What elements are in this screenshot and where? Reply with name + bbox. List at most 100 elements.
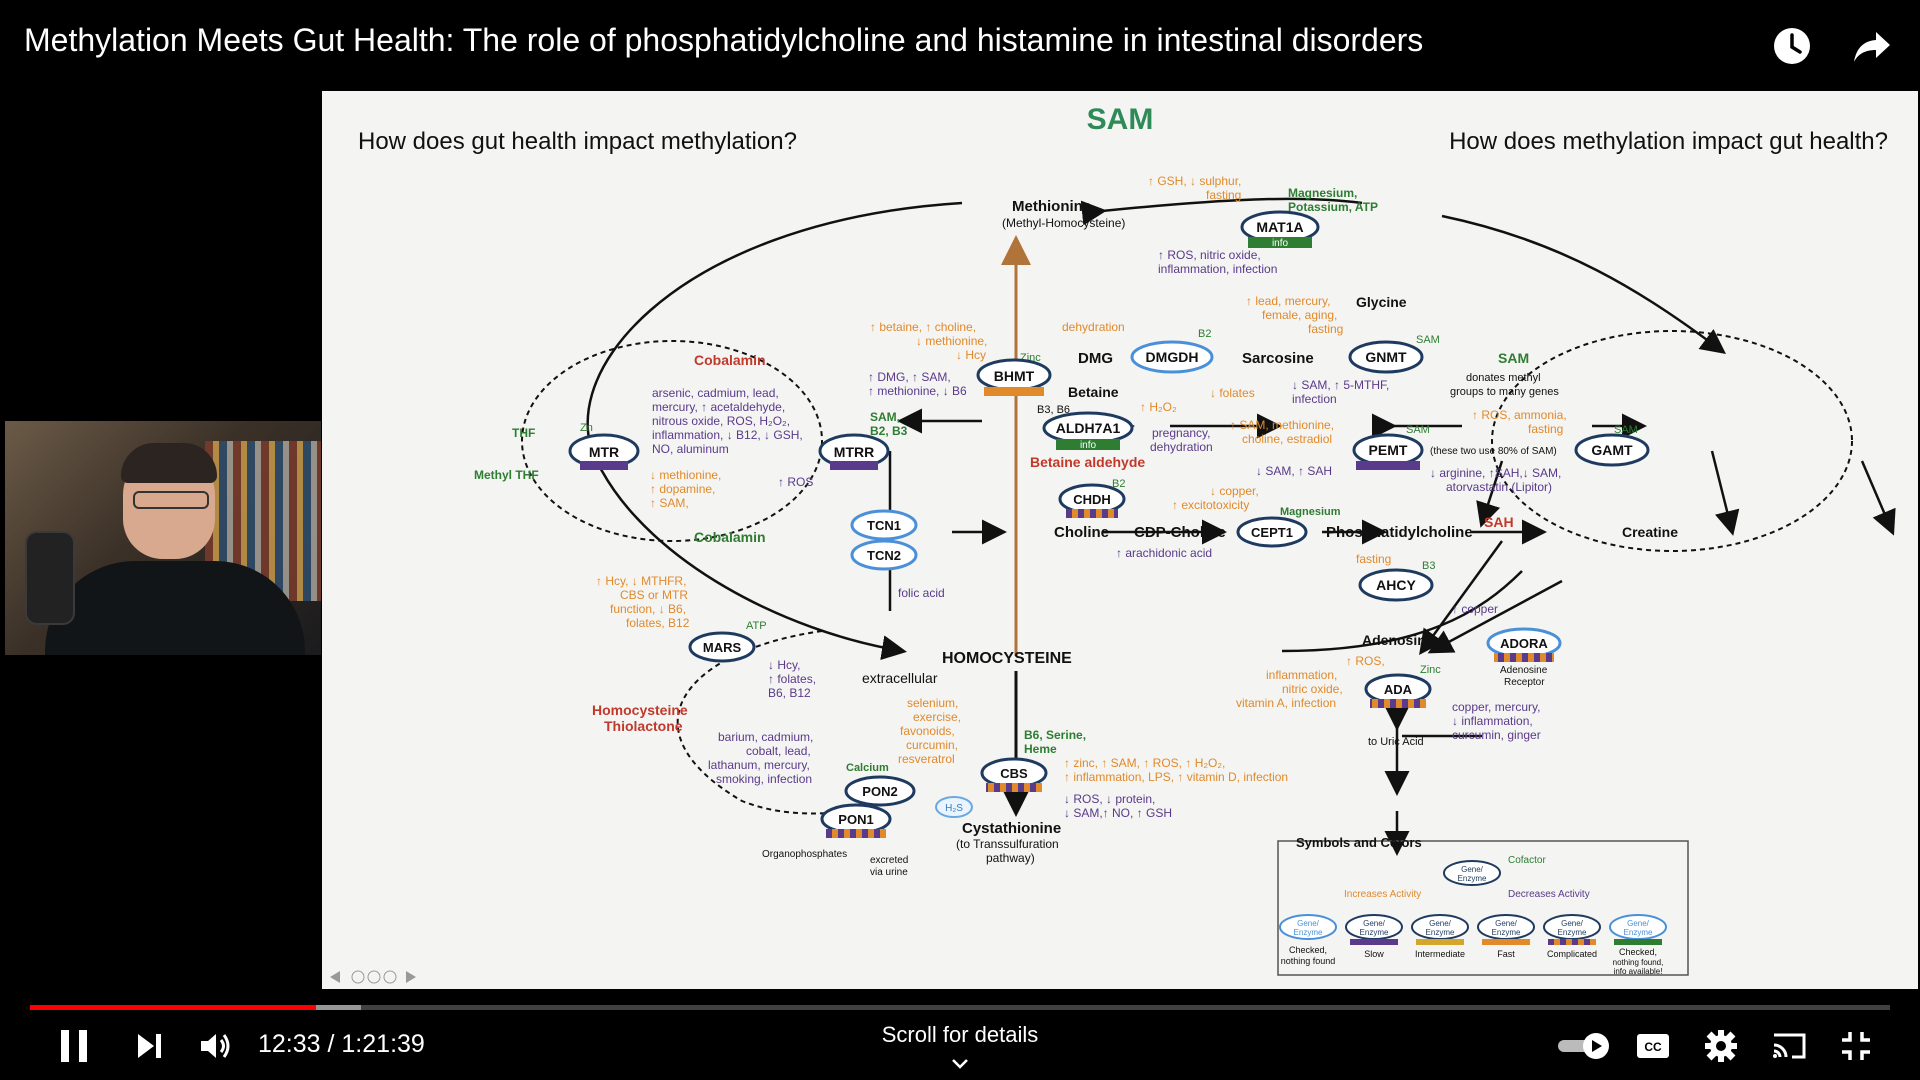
betaine-label: Betaine [1068, 384, 1119, 400]
methylation-diagram: SAM How does gut health impact methylati… [330, 103, 1896, 984]
next-button[interactable] [134, 1026, 166, 1066]
atp-label: ATP [746, 620, 767, 632]
top-actions [1770, 24, 1894, 68]
scroll-hint[interactable]: Scroll for details [881, 1022, 1039, 1047]
svg-text:GAMT: GAMT [1591, 442, 1633, 458]
aldh-down-2: dehydration [1150, 440, 1213, 454]
chdh-up-1: ↓ copper, [1210, 484, 1259, 498]
share-arrow-icon[interactable] [1850, 24, 1894, 68]
cept1-enzyme: CEPT1 [1236, 516, 1308, 548]
svg-text:Slow: Slow [1364, 949, 1384, 959]
to-uric-acid-label: to Uric Acid [1368, 736, 1424, 748]
adenosine-receptor-1: Adenosine [1500, 665, 1548, 676]
svg-text:CHDH: CHDH [1073, 492, 1111, 507]
tcn1-enzyme: TCN1 [850, 509, 918, 541]
volume-icon [201, 1034, 230, 1058]
cept1-down: ↑ arachidonic acid [1116, 546, 1212, 560]
svg-text:MARS: MARS [703, 640, 742, 655]
svg-text:CBS: CBS [1000, 766, 1028, 781]
svg-text:Gene/: Gene/ [1363, 919, 1386, 928]
exit-fullscreen-button[interactable] [1840, 1026, 1872, 1066]
svg-text:info: info [1272, 238, 1289, 249]
pon-up-2: exercise, [913, 710, 961, 724]
mag-pot-1: Magnesium, [1288, 186, 1357, 200]
svg-text:TCN2: TCN2 [867, 548, 901, 563]
settings-button[interactable] [1704, 1026, 1738, 1066]
presenter-webcam [5, 421, 321, 655]
transsulf-1: (to Transsulfuration [956, 837, 1059, 851]
progress-played [30, 1005, 317, 1010]
pon-down-2: cobalt, lead, [746, 744, 811, 758]
ada-up-1: ↑ ROS, [1346, 654, 1385, 668]
mat1a-enzyme: MAT1A info [1240, 210, 1320, 249]
via-urine-label: via urine [870, 867, 908, 878]
skip-next-icon [138, 1034, 161, 1058]
slide-nav-controls[interactable] [330, 970, 416, 984]
chevron-down-icon[interactable] [950, 1056, 970, 1072]
b3-ahcy: B3 [1422, 560, 1435, 572]
gnmt-down-2: infection [1292, 392, 1337, 406]
video-title[interactable]: Methylation Meets Gut Health: The role o… [24, 22, 1424, 58]
aldh-up: ↑ H₂O₂ [1140, 400, 1177, 414]
pemt-up-1: ↑ SAM, methionine, [1230, 418, 1334, 432]
excreted-label: excreted [870, 855, 908, 866]
gamt-down-2: atorvastatin (Lipitor) [1446, 480, 1552, 494]
time-display: 12:33 / 1:21:39 [258, 1030, 425, 1059]
mtr-toxins-4: inflammation, ↓ B12, ↓ GSH, [652, 428, 803, 442]
methyl-hcy-label: (Methyl-Homocysteine) [1002, 216, 1125, 230]
homocysteine-label: HOMOCYSTEINE [942, 650, 1072, 667]
microphone [25, 531, 75, 625]
sam-gamt: SAM [1614, 424, 1638, 436]
mars-down-1: ↓ Hcy, [768, 658, 800, 672]
h2s-badge: H₂S [935, 796, 973, 818]
gnmt-down-1: ↓ SAM, ↑ 5-MTHF, [1292, 378, 1389, 392]
progress-bar[interactable] [30, 1005, 1890, 1010]
extracellular-label: extracellular [862, 670, 938, 686]
donates-1: donates methyl [1466, 372, 1541, 384]
svg-text:PON2: PON2 [862, 784, 897, 799]
captions-button[interactable]: CC [1636, 1026, 1670, 1066]
mars-enzyme: MARS [688, 631, 756, 663]
time-separator: / [320, 1030, 342, 1058]
pause-button[interactable] [58, 1026, 90, 1066]
pon-down-3: lathanum, mercury, [708, 758, 810, 772]
methyl-thf-label: Methyl THF [474, 468, 539, 482]
cast-button[interactable] [1770, 1026, 1808, 1066]
pon-up-5: resveratrol [898, 752, 955, 766]
slide-heading: SAM [1087, 103, 1154, 136]
svg-text:Increases Activity: Increases Activity [1344, 889, 1421, 900]
chdh-enzyme: CHDH [1058, 483, 1126, 518]
svg-text:Gene/: Gene/ [1461, 865, 1484, 874]
hcy-thiolactone-2: Thiolactone [604, 718, 683, 734]
ada-up-3: nitric oxide, [1282, 682, 1343, 696]
mtr-toxins-5: NO, aluminum [652, 442, 729, 456]
volume-button[interactable] [198, 1026, 234, 1066]
bhmt-down-2: ↑ methionine, ↓ B6 [868, 384, 967, 398]
cbs-up-2: ↑ inflammation, LPS, ↑ vitamin D, infect… [1064, 770, 1288, 784]
svg-text:Intermediate: Intermediate [1415, 949, 1465, 959]
clock-icon[interactable] [1770, 24, 1814, 68]
ahcy-up: fasting [1356, 552, 1391, 566]
presentation-slide: SAM How does gut health impact methylati… [322, 91, 1918, 989]
svg-text:Complicated: Complicated [1547, 949, 1597, 959]
svg-text:Gene/: Gene/ [1561, 919, 1584, 928]
svg-text:H₂S: H₂S [945, 803, 963, 814]
these-two-label: (these two use 80% of SAM) [1430, 446, 1557, 457]
presenter-body [45, 561, 305, 655]
legend-box: Symbols and Colors Gene/ Enzyme Cofactor… [1277, 835, 1689, 976]
sam-node-label: SAM [1498, 350, 1529, 366]
mtr-toxins-2: mercury, ↑ acetaldehyde, [652, 400, 785, 414]
svg-text:GNMT: GNMT [1365, 349, 1407, 365]
ada-enzyme: ADA [1364, 673, 1432, 708]
mtr-toxins-1: arsenic, cadmium, lead, [652, 386, 779, 400]
svg-text:Enzyme: Enzyme [1624, 928, 1653, 937]
autoplay-toggle[interactable] [1556, 1026, 1612, 1066]
mtrr-ros: ↑ ROS [778, 475, 813, 489]
zinc-ada: Zinc [1420, 664, 1441, 676]
ada-down-3: curcumin, ginger [1452, 728, 1541, 742]
mars-up-3: function, ↓ B6, [610, 602, 686, 616]
svg-text:PON1: PON1 [838, 812, 873, 827]
mars-down-3: B6, B12 [768, 686, 811, 700]
ada-up-4: vitamin A, infection [1236, 696, 1336, 710]
